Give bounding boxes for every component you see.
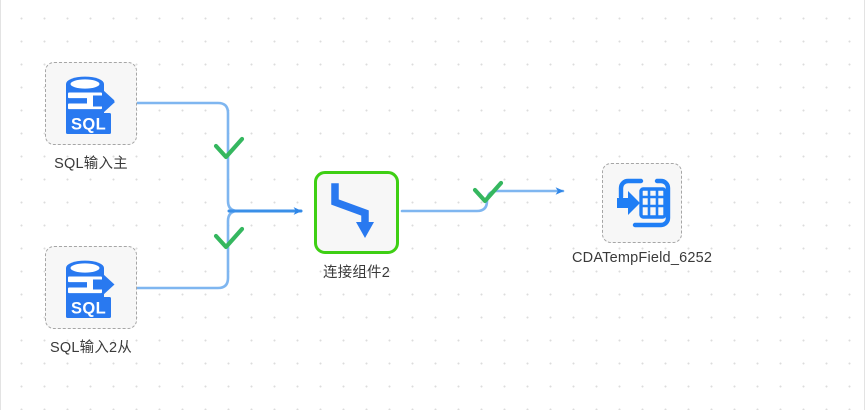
node-cda-temp-field-label: CDATempField_6252 [572, 250, 713, 266]
sql-database-output-icon: SQL [66, 260, 115, 318]
edge-status-check-main [213, 136, 245, 160]
node-join-component-box[interactable] [314, 171, 399, 254]
edge-main-to-join[interactable] [135, 101, 303, 213]
node-sql-input-main[interactable]: SQL SQL输入主 [45, 62, 137, 173]
node-sql-input-second-box[interactable]: SQL [45, 246, 137, 329]
node-sql-input-main-label: SQL输入主 [54, 156, 128, 172]
edge-second-to-join[interactable] [135, 209, 303, 290]
edge-join-to-output[interactable] [400, 187, 565, 213]
node-join-component[interactable]: 连接组件2 [314, 171, 399, 282]
node-sql-input-second-label: SQL输入2从 [50, 340, 132, 356]
join-zigzag-arrow-icon [330, 182, 374, 238]
node-cda-temp-field-box[interactable] [602, 163, 683, 243]
node-sql-input-second[interactable]: SQL SQL输入2从 [45, 246, 137, 357]
edge-status-check-output [472, 180, 504, 204]
node-join-component-label: 连接组件2 [322, 265, 391, 281]
node-cda-temp-field[interactable]: CDATempField_6252 [572, 163, 712, 266]
edge-status-check-second [213, 226, 245, 250]
node-sql-input-main-box[interactable]: SQL [45, 62, 137, 145]
svg-text:SQL: SQL [71, 115, 106, 133]
sql-database-output-icon: SQL [66, 76, 115, 134]
svg-text:SQL: SQL [71, 299, 106, 317]
table-grid-output-icon [617, 178, 671, 228]
